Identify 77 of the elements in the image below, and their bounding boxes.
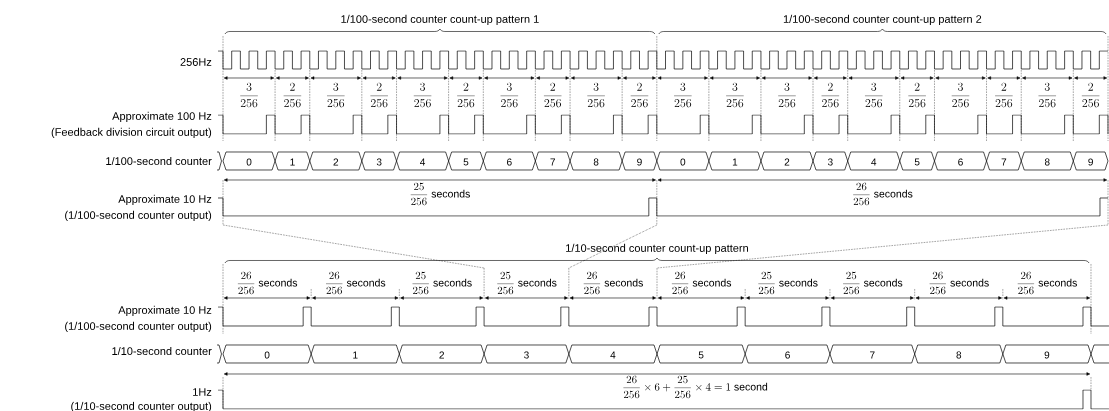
counter-cell: 9 <box>1002 344 1092 364</box>
counter-cell: 8 <box>569 151 623 171</box>
counter-cell: 0 <box>222 344 312 364</box>
duration-label: $\frac{25}{256}\mbox{ seconds}$ <box>410 182 470 206</box>
duration-label: $\frac{26}{256}\mbox{ seconds}$ <box>1017 271 1077 295</box>
fraction-label: $\frac{3}{256}$ <box>587 82 605 108</box>
duration-label: $\frac{25}{256}\mbox{ seconds}$ <box>412 271 472 295</box>
counter-cell: 7 <box>535 151 571 171</box>
fraction-label: $\frac{3}{256}$ <box>327 82 345 108</box>
counter-cell: 9 <box>1072 151 1109 171</box>
counter-cell <box>1090 344 1109 364</box>
counter-cell: 2 <box>398 344 485 364</box>
signal-name: Approximate 10 Hz <box>118 305 212 317</box>
pattern-title: 1/100-second counter count-up pattern 2 <box>783 14 982 26</box>
formula-label: $\frac{26}{256}\times 6+\frac{25}{256}\times 4 = 1\mbox{ second}$ <box>623 375 768 399</box>
signal-name: Approximate 10 Hz <box>118 194 212 206</box>
duration-label: $\frac{26}{256}\mbox{ seconds}$ <box>326 271 386 295</box>
duration-label: $\frac{25}{256}\mbox{ seconds}$ <box>758 271 818 295</box>
signal-name: (1/100-second counter output) <box>65 210 212 222</box>
counter-cell: 4 <box>847 151 901 171</box>
fraction-label: $\frac{3}{256}$ <box>778 82 796 108</box>
counter-cell: 6 <box>934 151 987 171</box>
fraction-label: $\frac{2}{256}$ <box>821 82 840 108</box>
counter-cell: 0 <box>222 151 276 171</box>
counter-cell: 6 <box>744 344 831 364</box>
counter-cell: 1 <box>274 151 311 171</box>
signal-name: 1Hz <box>193 388 212 396</box>
pattern-title: 1/100-second counter count-up pattern 1 <box>341 14 539 26</box>
pattern-title: 1/10-second counter count-up pattern <box>566 243 748 255</box>
counter-cell: 4 <box>568 344 658 364</box>
fraction-label: $\frac{3}{256}$ <box>951 82 970 108</box>
counter-cell: 1 <box>310 344 400 364</box>
duration-label: $\frac{26}{256}\mbox{ seconds}$ <box>929 271 989 295</box>
counter-cell: 2 <box>309 151 363 171</box>
counter-cell: 0 <box>656 151 710 171</box>
counter-cell: 5 <box>448 151 484 171</box>
signal-name: (1/100-second counter output) <box>65 321 212 333</box>
fraction-label: $\frac{3}{256}$ <box>726 82 744 108</box>
counter-cell: 9 <box>621 151 658 171</box>
duration-label: $\frac{26}{256}\mbox{ seconds}$ <box>583 271 643 295</box>
signal-name: 1/10-second counter <box>112 346 212 356</box>
fraction-label: $\frac{3}{256}$ <box>1038 82 1057 108</box>
duration-label: $\frac{26}{256}\mbox{ seconds}$ <box>853 182 913 206</box>
fraction-label: $\frac{3}{256}$ <box>500 82 519 108</box>
fraction-label: $\frac{2}{256}$ <box>283 82 302 108</box>
counter-cell: 5 <box>656 344 746 364</box>
signal-name: Approximate 100 Hz <box>112 111 212 123</box>
fraction-label: $\frac{3}{256}$ <box>674 82 692 108</box>
duration-label: $\frac{25}{256}\mbox{ seconds}$ <box>497 271 557 295</box>
counter-cell: 8 <box>1020 151 1074 171</box>
counter-cell: 1 <box>708 151 762 171</box>
counter-cell: 4 <box>396 151 449 171</box>
counter-cell: 6 <box>482 151 536 171</box>
fraction-label: $\frac{2}{256}$ <box>995 82 1013 108</box>
fraction-label: $\frac{2}{256}$ <box>630 82 649 108</box>
fraction-label: $\frac{3}{256}$ <box>413 82 432 108</box>
counter-cell: 3 <box>483 344 570 364</box>
counter-cell: 7 <box>829 344 916 364</box>
counter-cell: 8 <box>914 344 1004 364</box>
fraction-label: $\frac{2}{256}$ <box>457 82 475 108</box>
duration-label: $\frac{25}{256}\mbox{ seconds}$ <box>843 271 903 295</box>
counter-cell: 5 <box>899 151 935 171</box>
signal-name: (Feedback division circuit output) <box>51 127 212 139</box>
fraction-label: $\frac{2}{256}$ <box>908 82 926 108</box>
duration-label: $\frac{26}{256}\mbox{ seconds}$ <box>671 271 732 295</box>
duration-label: $\frac{26}{256}\mbox{ seconds}$ <box>237 271 298 295</box>
signal-name: 256Hz <box>180 58 212 66</box>
signal-name: 1/100-second counter <box>106 156 212 166</box>
counter-cell: 2 <box>760 151 814 171</box>
fraction-label: $\frac{2}{256}$ <box>370 82 388 108</box>
fraction-label: $\frac{3}{256}$ <box>240 82 258 108</box>
counter-cell: 3 <box>812 151 849 171</box>
fraction-label: $\frac{2}{256}$ <box>1081 82 1100 108</box>
counter-cell: 7 <box>986 151 1022 171</box>
fraction-label: $\frac{3}{256}$ <box>864 82 883 108</box>
fraction-label: $\frac{2}{256}$ <box>543 82 562 108</box>
counter-cell: 3 <box>361 151 397 171</box>
